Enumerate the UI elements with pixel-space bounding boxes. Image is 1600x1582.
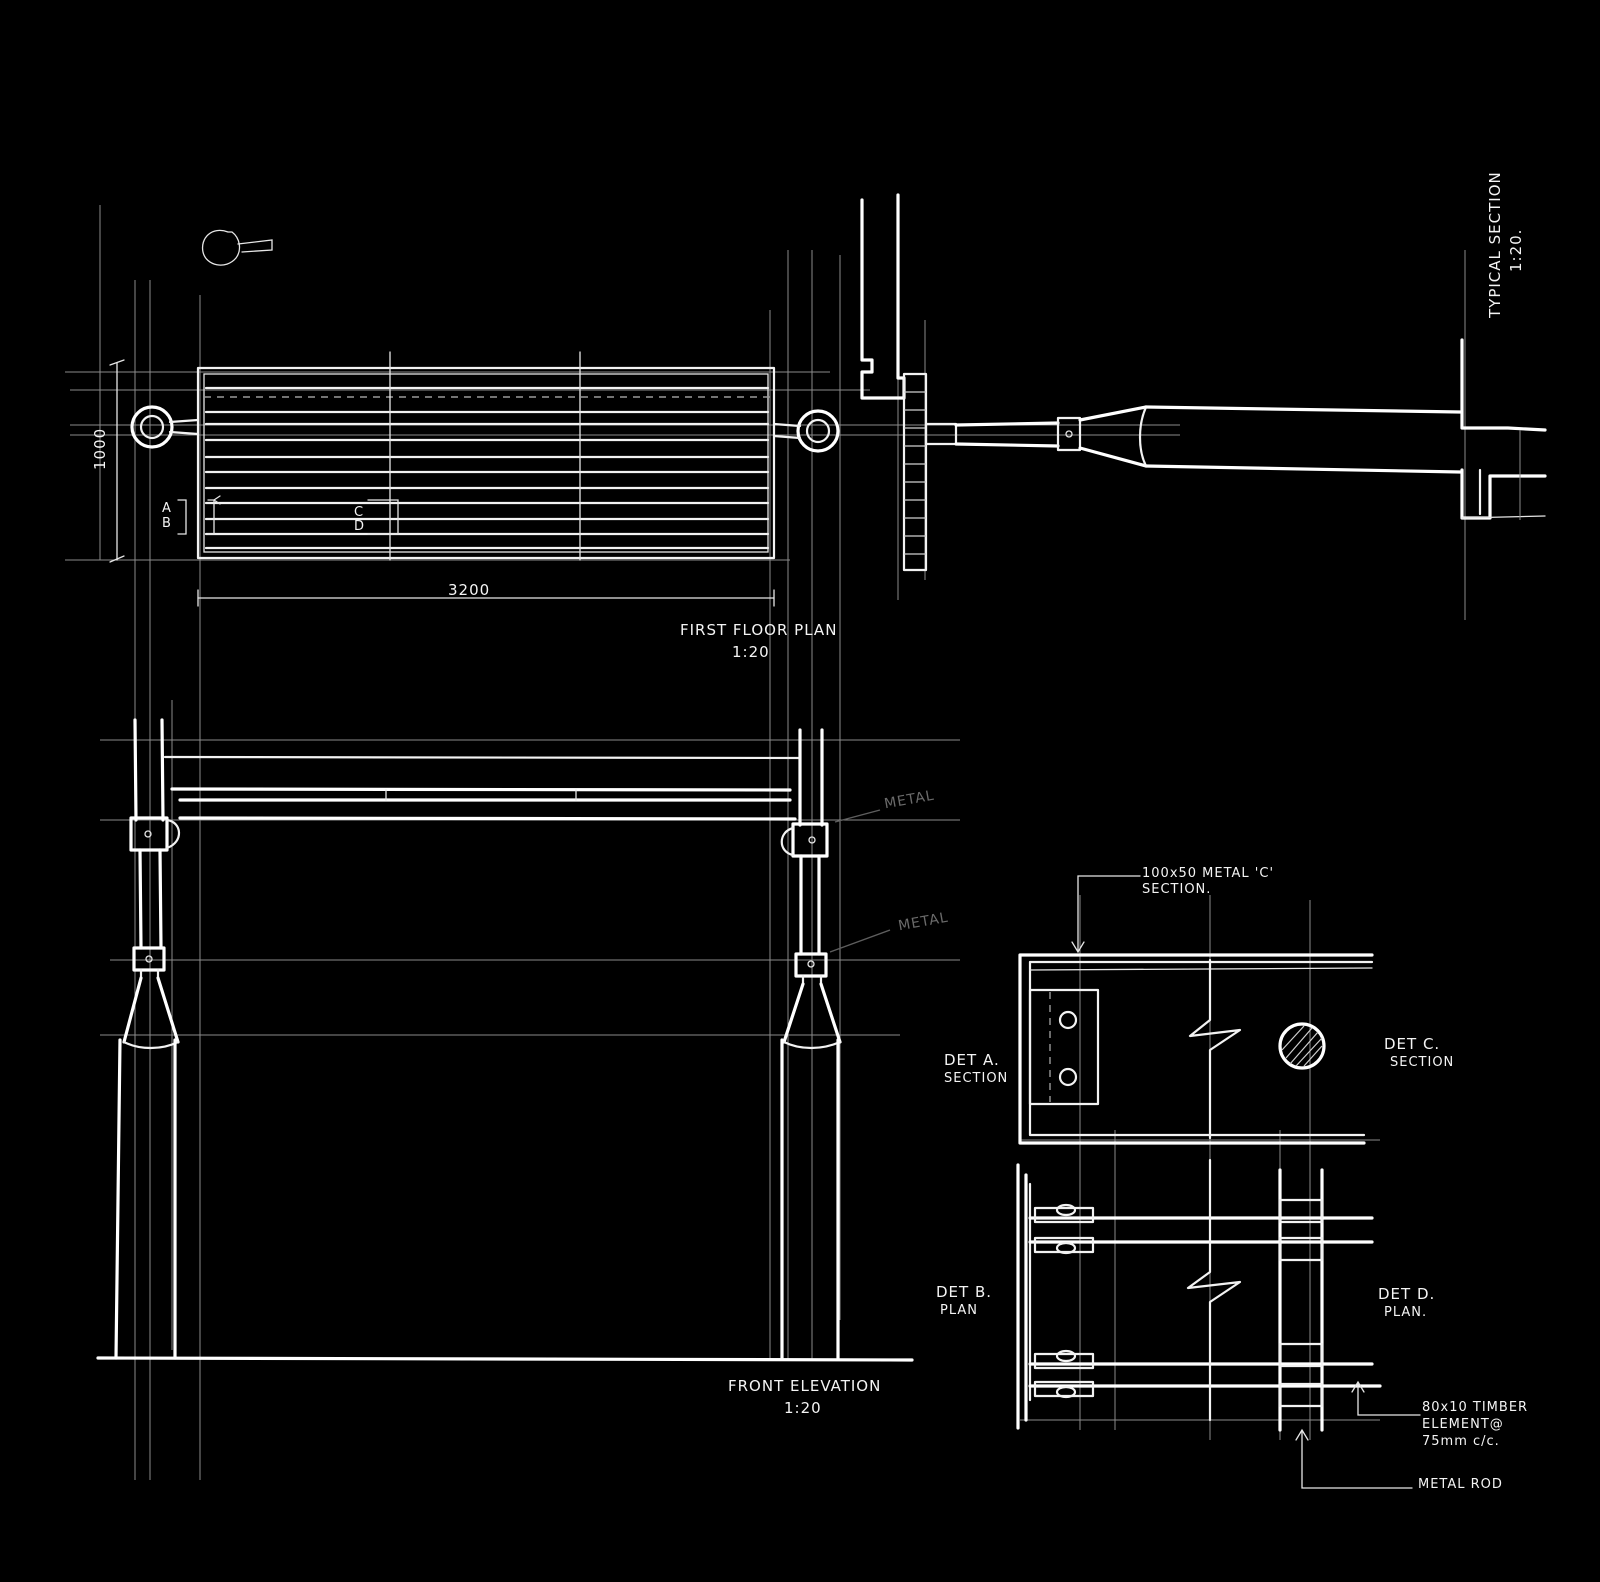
det-a-c-section (1018, 953, 1374, 1145)
detail-drawings (1016, 875, 1421, 1489)
det-b-d-plan (1016, 1158, 1421, 1489)
plan-title: FIRST FLOOR PLAN (680, 621, 838, 639)
section-marker-d: D (354, 519, 366, 534)
det-c-title: DET C. (1384, 1035, 1441, 1053)
timber-element-note: 80x10 TIMBER ELEMENT@ 75mm c/c. (1422, 1400, 1529, 1449)
elevation-scale: 1:20 (784, 1399, 822, 1417)
right-column-ring (796, 409, 840, 453)
det-d-title: DET D. (1378, 1285, 1436, 1303)
section-title: TYPICAL SECTION (1486, 171, 1504, 318)
det-c-subtitle: SECTION (1390, 1055, 1455, 1070)
det-b-title: DET B. (936, 1283, 993, 1301)
det-a-subtitle: SECTION (944, 1071, 1009, 1086)
left-column-ring (130, 405, 174, 449)
plan-width-dimension: 3200 (448, 581, 491, 599)
det-a-title: DET A. (944, 1051, 1000, 1069)
section-marker-b: B (162, 516, 172, 531)
section-marker-c: C (354, 505, 365, 520)
det-b-subtitle: PLAN (940, 1303, 978, 1318)
section-scale: 1:20. (1507, 228, 1525, 272)
plan-depth-dimension: 1000 (91, 427, 109, 470)
section-hatch (904, 391, 926, 555)
left-column (114, 718, 181, 1360)
c-section-callout: 100x50 METAL 'C' SECTION. (1142, 866, 1275, 898)
plan-timber-slats (204, 386, 770, 550)
rod-section-circle (1278, 1022, 1326, 1070)
north-symbol (201, 229, 273, 266)
right-column (780, 728, 842, 1360)
metal-rod-note: METAL ROD (1418, 1477, 1503, 1492)
section-marker-a: A (162, 501, 172, 516)
plan-scale: 1:20 (732, 643, 770, 661)
det-d-subtitle: PLAN. (1384, 1305, 1428, 1320)
first-floor-plan (109, 351, 840, 607)
front-elevation (96, 718, 914, 1362)
typical-section (860, 193, 1547, 572)
elevation-title: FRONT ELEVATION (728, 1377, 882, 1395)
ground-line (96, 1356, 914, 1362)
